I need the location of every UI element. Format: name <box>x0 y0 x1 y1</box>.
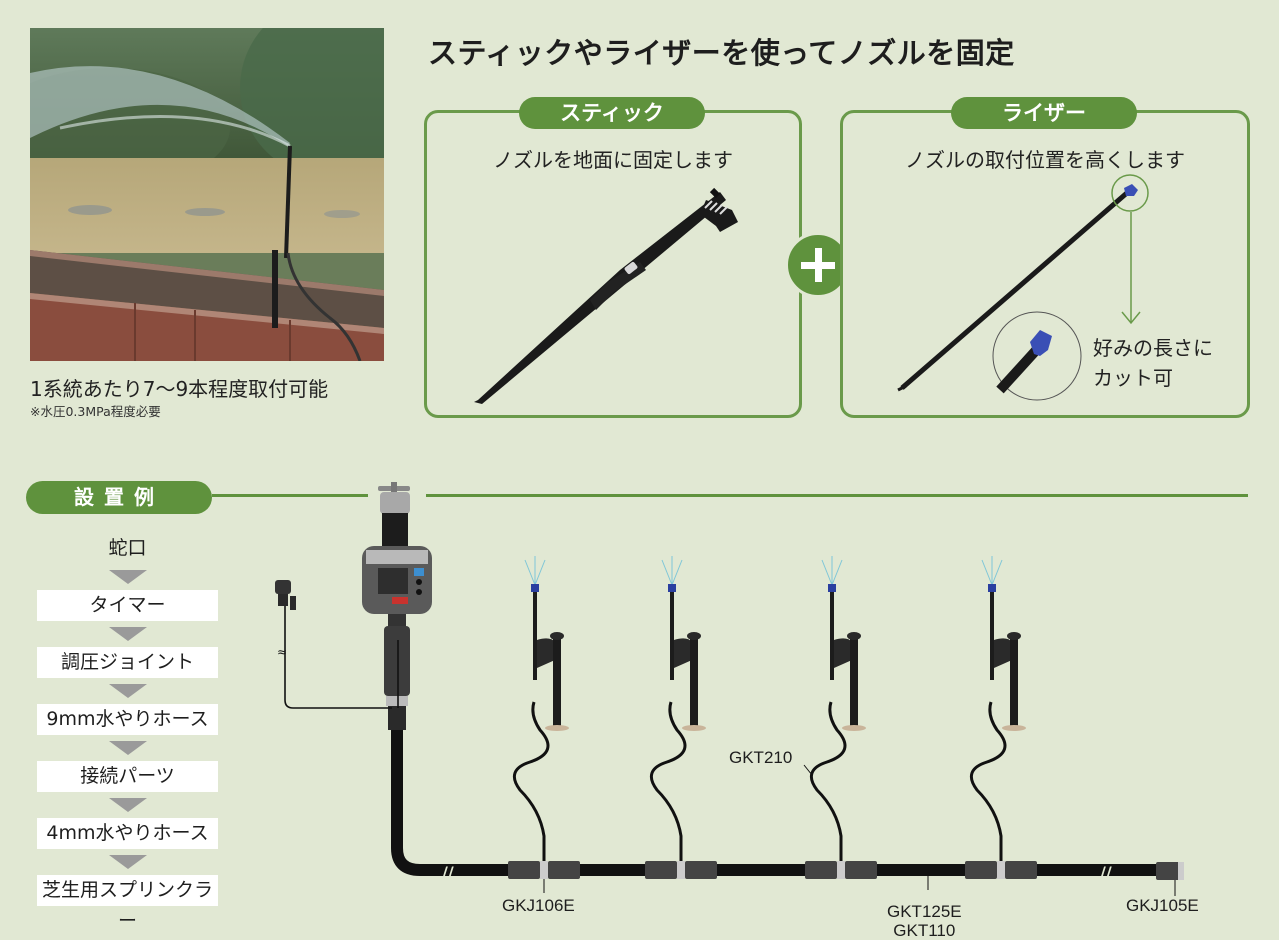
riser-description: ノズルの取付位置を高くします <box>905 148 1185 172</box>
tee-connector-4 <box>965 861 1037 879</box>
stick-description: ノズルを地面に固定します <box>493 148 733 172</box>
water-pressure-note: ※水圧0.3MPa程度必要 <box>30 404 161 419</box>
tee-connector-2 <box>645 861 717 879</box>
sprinkler-unit-3 <box>821 556 866 731</box>
install-example-badge: 設置例 <box>26 481 212 514</box>
part-label-gkt110: GKT110 <box>893 921 956 940</box>
riser-cut-callout: 好みの長さに カット可 <box>1093 333 1213 393</box>
step-lawn-sprinkler: 芝生用スプリンクラー <box>37 875 218 932</box>
part-label-gkj106e: GKJ106E <box>502 896 575 915</box>
section-divider-gap <box>368 490 426 500</box>
step-faucet: 蛇口 <box>108 537 147 559</box>
svg-text:≈: ≈ <box>277 645 287 659</box>
sprinkler-unit-2 <box>661 556 706 731</box>
down-arrow-icon <box>108 798 147 812</box>
tee-connector-1 <box>508 861 580 879</box>
down-arrow-icon <box>108 570 147 584</box>
part-label-gkj105e: GKJ105E <box>1126 896 1199 915</box>
riser-label-badge: ライザー <box>951 97 1137 129</box>
water-timer-icon <box>362 546 432 614</box>
section-divider <box>212 494 1248 497</box>
sprinkler-photo-illustration <box>30 28 384 361</box>
part-label-gkt210: GKT210 <box>729 748 793 767</box>
down-arrow-icon <box>108 741 147 755</box>
down-arrow-icon <box>108 627 147 641</box>
part-label-gkt125e: GKT125E <box>887 902 962 921</box>
step-timer: タイマー <box>37 590 218 621</box>
part-label-gkt125e-gkt110: GKT125E GKT110 <box>887 902 962 940</box>
sprinkler-unit-4 <box>981 556 1026 731</box>
down-arrow-icon <box>108 855 147 869</box>
svg-text://: // <box>1100 863 1112 882</box>
stick-label-badge: スティック <box>519 97 705 129</box>
step-connector-parts: 接続パーツ <box>37 761 218 792</box>
tee-connector-3 <box>805 861 877 879</box>
photo-caption: 1系統あたり7～9本程度取付可能 <box>30 377 329 401</box>
step-9mm-hose: 9mm水やりホース <box>37 704 218 735</box>
down-arrow-icon <box>108 684 147 698</box>
step-4mm-hose: 4mm水やりホース <box>37 818 218 849</box>
page-title: スティックやライザーを使ってノズルを固定 <box>428 36 1015 70</box>
riser-cut-callout-line2: カット可 <box>1093 366 1173 390</box>
svg-text://: // <box>442 863 454 882</box>
riser-cut-callout-line1: 好みの長さに <box>1093 336 1213 360</box>
rain-sensor-icon <box>275 580 296 610</box>
step-pressure-joint: 調圧ジョイント <box>37 647 218 678</box>
install-steps-list: 蛇口 タイマー 調圧ジョイント 9mm水やりホース 接続パーツ 4mm水やりホー… <box>37 533 218 932</box>
sprinkler-unit-1 <box>524 556 569 731</box>
sprinkler-photo <box>30 28 384 361</box>
